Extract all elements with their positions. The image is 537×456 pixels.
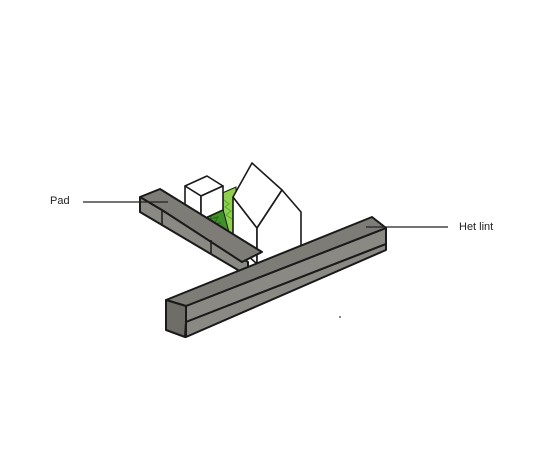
annex-block <box>184 175 224 227</box>
annex-side <box>200 185 224 221</box>
ribbon-beam-end <box>165 299 187 338</box>
ribbon-label: Het lint <box>459 221 494 233</box>
ribbon-beam <box>165 216 387 338</box>
greenery-texture-2 <box>223 199 233 220</box>
stray-dot <box>339 316 341 318</box>
path-label: Pad <box>50 195 70 207</box>
house-gable-wall <box>256 189 302 265</box>
path-beam-top <box>139 188 263 263</box>
ribbon-beam-front-lower <box>185 243 387 338</box>
